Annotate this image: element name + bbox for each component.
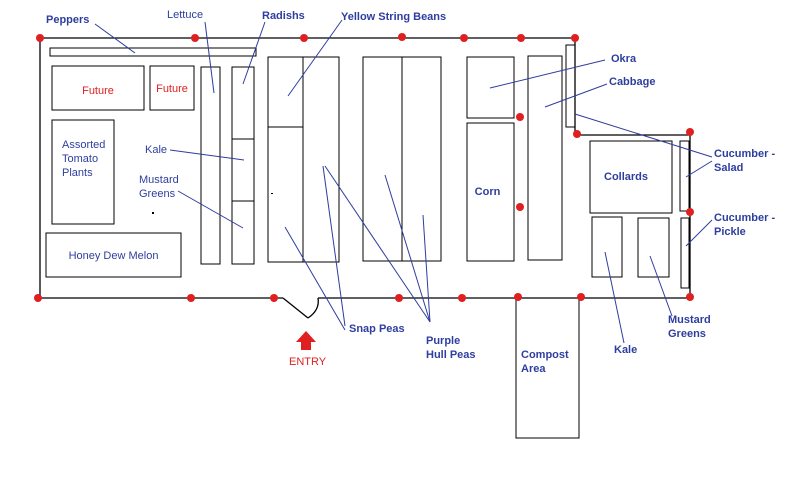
leader-cabbage (544, 83, 608, 108)
label-tomato-line1: Assorted (62, 139, 106, 151)
leader-mustard-left (177, 190, 244, 229)
label-kale-right: Kale (614, 344, 638, 356)
leader-kale-left (169, 149, 245, 161)
label-purple-hull-peas-line2: Hull Peas (426, 349, 476, 361)
fence-post (577, 293, 585, 301)
fence-post (686, 208, 694, 216)
bed-peppers (49, 47, 257, 57)
stray-mark (271, 193, 273, 194)
leader-yellow-beans (287, 19, 343, 97)
leader-kale-right (604, 251, 625, 344)
stray-mark (152, 212, 154, 214)
bed-future-1 (51, 65, 145, 111)
fence-post (34, 294, 42, 302)
label-future-2: Future (156, 83, 188, 95)
label-kale-left: Kale (145, 144, 168, 156)
bed-corn (466, 122, 515, 262)
fence-post (517, 34, 525, 42)
bed-cucumber-salad (679, 140, 690, 212)
label-okra: Okra (611, 53, 637, 65)
bed-cabbage (527, 55, 563, 261)
fence-post (516, 113, 524, 121)
leader-cucumber-pickle (685, 219, 713, 247)
bed-collards (589, 140, 673, 214)
label-mustard-left-line1: Mustard (139, 174, 179, 186)
label-compost-line1: Compost (521, 349, 569, 361)
label-cucumber-salad-line2: Salad (714, 162, 744, 174)
label-mustard-right-line1: Mustard (668, 314, 711, 326)
fence-post (573, 130, 581, 138)
label-mustard-right-line2: Greens (668, 328, 706, 340)
fence-post (460, 34, 468, 42)
bed-kale-right (591, 216, 623, 278)
label-mustard-left-line2: Greens (139, 188, 176, 200)
fence-post (686, 128, 694, 136)
gate-leaf (282, 297, 309, 319)
fence-post (686, 293, 694, 301)
bed-radish-kale-mustard (231, 66, 255, 265)
label-honey-dew-melon: Honey Dew Melon (68, 250, 159, 262)
leader-snap-peas-2 (284, 226, 346, 331)
compost-area (515, 297, 580, 439)
label-entry: ENTRY (289, 356, 327, 368)
leader-cucumber-salad-b (685, 160, 713, 178)
fence-post (571, 34, 579, 42)
bed-okra-top (466, 56, 515, 119)
label-peppers: Peppers (46, 14, 90, 26)
leader-mustard-right (649, 255, 673, 317)
label-cucumber-salad-line1: Cucumber - (714, 148, 776, 160)
fence-post (187, 294, 195, 302)
label-lettuce: Lettuce (167, 9, 204, 21)
leader-purple-1 (324, 165, 431, 323)
fence-post (514, 293, 522, 301)
leader-snap-peas-1 (322, 165, 346, 327)
label-tomato-line3: Plants (62, 167, 93, 179)
bed-cucumber-pickle (680, 217, 690, 289)
label-future-1: Future (82, 85, 114, 97)
label-yellow-string-beans: Yellow String Beans (341, 11, 447, 23)
fence-post (458, 294, 466, 302)
fence-post (395, 294, 403, 302)
leader-radishs (242, 21, 266, 85)
label-compost-line2: Area (521, 363, 546, 375)
bed-future-2 (149, 65, 195, 111)
bed-honey-dew (45, 232, 182, 278)
fence-post (270, 294, 278, 302)
label-cabbage: Cabbage (609, 76, 656, 88)
gate-arc (307, 297, 319, 319)
fence-post (191, 34, 199, 42)
bed-okra-narrow (565, 44, 576, 128)
fence-post (516, 203, 524, 211)
fence-post (36, 34, 44, 42)
label-collards: Collards (604, 171, 649, 183)
bed-lettuce (200, 66, 221, 265)
bed-tomato (51, 119, 115, 225)
label-radishs: Radishs (262, 10, 305, 22)
leader-lettuce (204, 21, 215, 94)
label-cucumber-pickle-line2: Pickle (714, 226, 746, 238)
entry-arrow-icon (296, 331, 316, 350)
label-tomato-line2: Tomato (62, 153, 99, 165)
label-purple-hull-peas-line1: Purple (426, 335, 461, 347)
leader-okra (489, 59, 606, 89)
leader-purple-3 (422, 214, 431, 323)
leader-cucumber-salad-a (574, 113, 713, 158)
fence-post (300, 34, 308, 42)
fence-post (398, 33, 406, 41)
leader-purple-2 (384, 174, 431, 323)
label-corn: Corn (474, 186, 501, 198)
leader-peppers (94, 23, 136, 54)
label-cucumber-pickle-line1: Cucumber - (714, 212, 776, 224)
bed-mustard-right (637, 217, 670, 278)
label-snap-peas: Snap Peas (349, 323, 405, 335)
